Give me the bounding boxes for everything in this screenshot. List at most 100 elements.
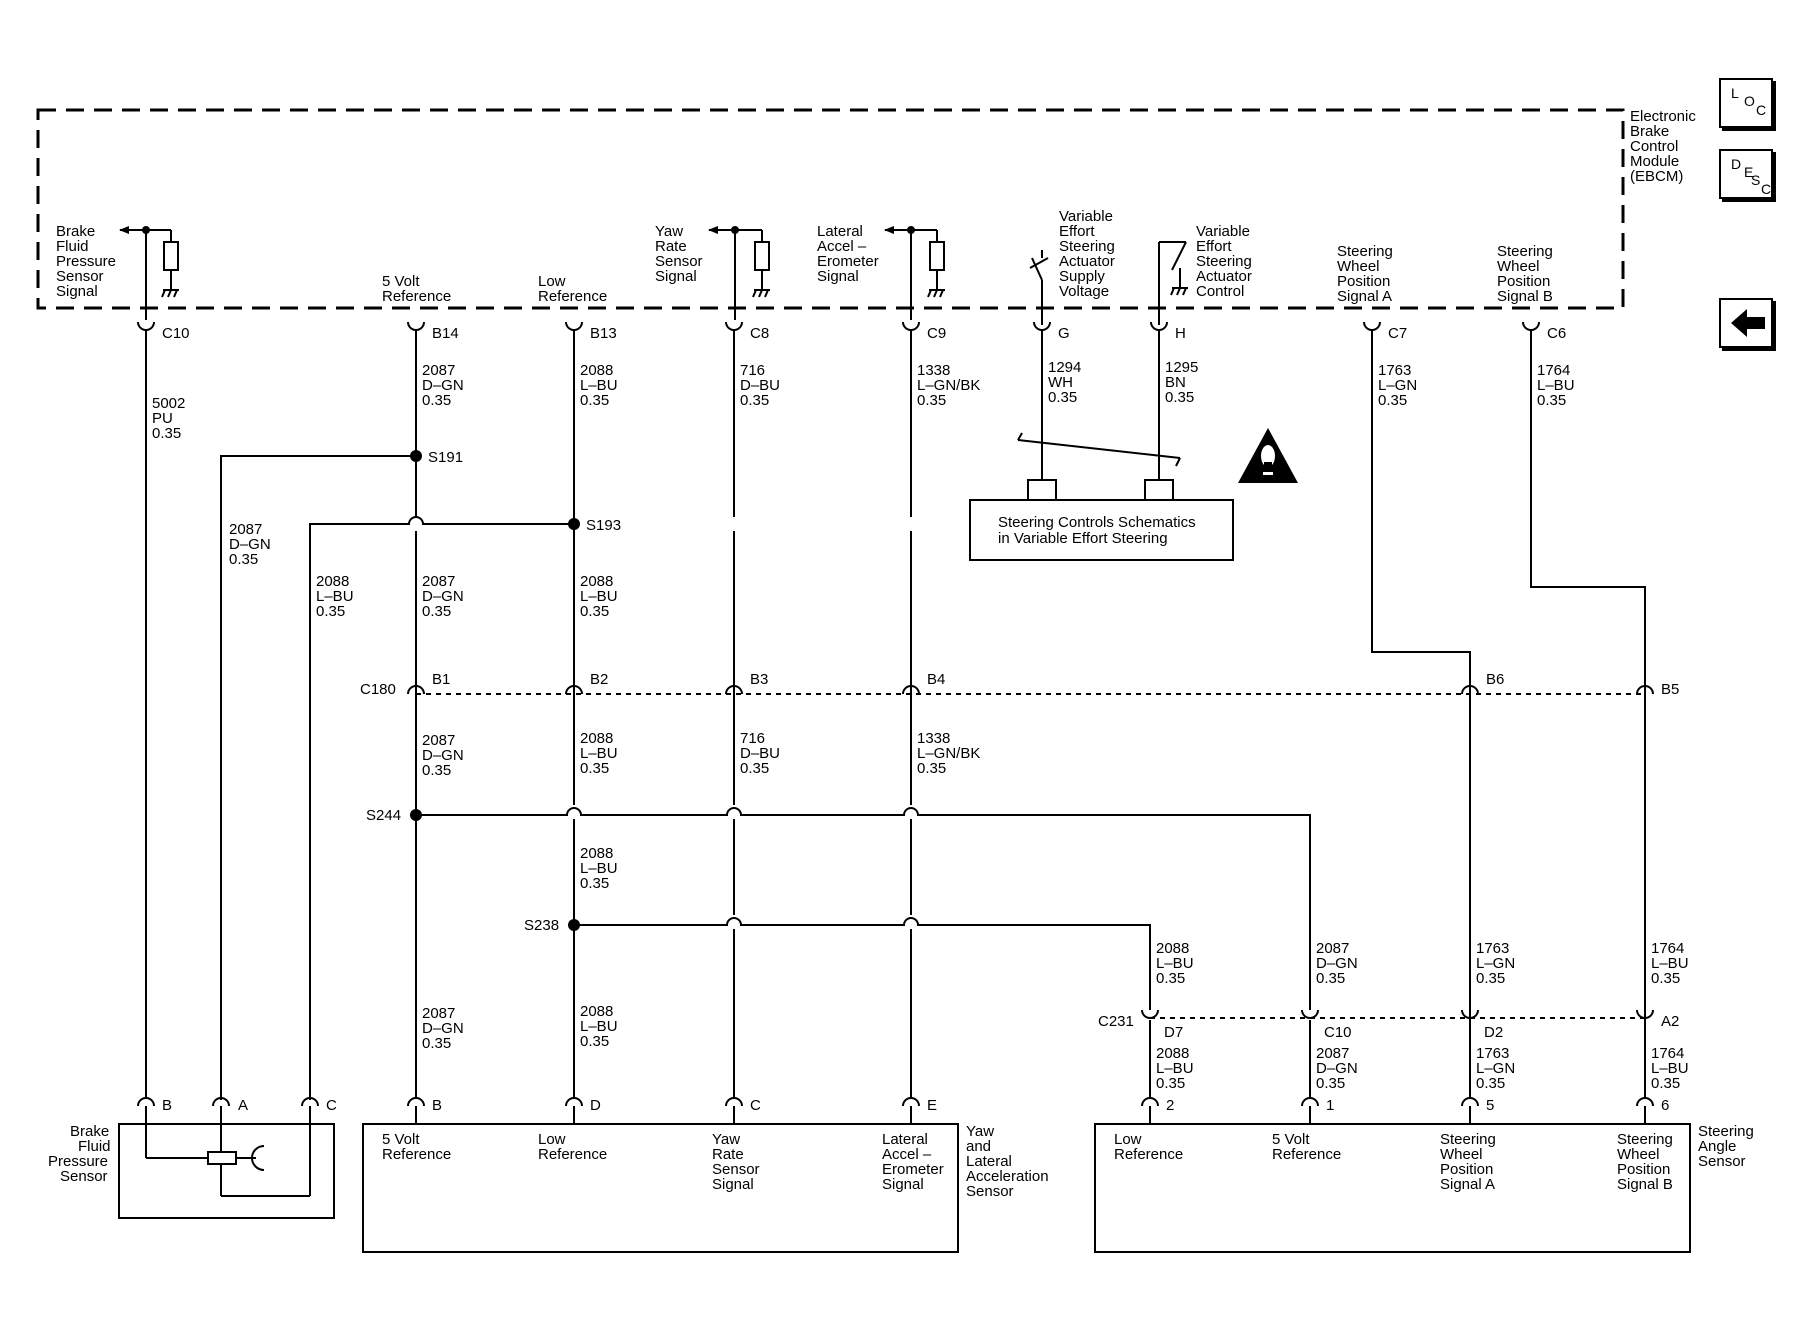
svg-text:L–BU: L–BU (1156, 1060, 1194, 1077)
svg-text:(EBCM): (EBCM) (1630, 168, 1683, 185)
svg-text:1295: 1295 (1165, 359, 1198, 376)
svg-text:5 Volt: 5 Volt (1272, 1131, 1310, 1148)
svg-text:L–BU: L–BU (1537, 377, 1575, 394)
svg-text:1338: 1338 (917, 362, 950, 379)
svg-text:Lateral: Lateral (817, 223, 863, 240)
svg-text:Pressure: Pressure (48, 1153, 108, 1170)
svg-text:Brake: Brake (56, 223, 95, 240)
svg-text:0.35: 0.35 (740, 392, 769, 409)
svg-text:Sensor: Sensor (60, 1168, 108, 1185)
svg-text:Signal: Signal (712, 1176, 754, 1193)
wire-label-b13: 2088 L–BU 0.35 (580, 362, 618, 409)
svg-text:D–BU: D–BU (740, 377, 780, 394)
wire-label-low-branch: 2088 L–BU 0.35 (580, 845, 618, 892)
svg-text:B: B (162, 1097, 172, 1114)
svg-text:Accel –: Accel – (882, 1146, 932, 1163)
svg-text:2087: 2087 (229, 521, 262, 538)
svg-text:0.35: 0.35 (152, 425, 181, 442)
svg-text:Steering Controls Schematics: Steering Controls Schematics (998, 514, 1196, 531)
svg-text:0.35: 0.35 (1165, 389, 1194, 406)
svg-text:Reference: Reference (538, 1146, 607, 1163)
svg-text:C10: C10 (162, 325, 190, 342)
ebcm-label-brake-fluid: Brake Fluid Pressure Sensor Signal (56, 223, 116, 300)
svg-text:Sensor: Sensor (655, 253, 703, 270)
svg-text:1764: 1764 (1537, 362, 1570, 379)
wire-label-yaw-below-c180: 716 D–BU 0.35 (740, 730, 780, 777)
svg-text:Reference: Reference (1114, 1146, 1183, 1163)
svg-text:Variable: Variable (1196, 223, 1250, 240)
svg-text:Sensor: Sensor (966, 1183, 1014, 1200)
connector-c180-pins (407, 685, 1654, 695)
svg-text:Erometer: Erometer (817, 253, 879, 270)
svg-text:D–GN: D–GN (1316, 1060, 1358, 1077)
connector-c231-labels: C231 D7 C10 D2 A2 (1098, 1013, 1679, 1041)
svg-text:Reference: Reference (382, 288, 451, 305)
svg-text:L–GN: L–GN (1476, 955, 1515, 972)
svg-text:0.35: 0.35 (229, 551, 258, 568)
svg-text:0.35: 0.35 (580, 760, 609, 777)
wire-label-d2-below: 1763 L–GN 0.35 (1476, 1045, 1515, 1092)
svg-text:0.35: 0.35 (1316, 970, 1345, 987)
wire-label-c6: 1764 L–BU 0.35 (1537, 362, 1575, 409)
wire-label-low-below-c180: 2088 L–BU 0.35 (580, 730, 618, 777)
desc-button[interactable]: D E S C (1719, 149, 1773, 199)
svg-text:0.35: 0.35 (740, 760, 769, 777)
steering-angle-sensor: 2 1 5 6 Low Reference 5 Volt Reference S… (1094, 1097, 1754, 1253)
svg-text:Fluid: Fluid (56, 238, 89, 255)
svg-text:5 Volt: 5 Volt (382, 1131, 420, 1148)
wire-label-a2-below: 1764 L–BU 0.35 (1651, 1045, 1689, 1092)
svg-text:1763: 1763 (1378, 362, 1411, 379)
svg-text:B: B (432, 1097, 442, 1114)
svg-text:S193: S193 (586, 517, 621, 534)
wire-label-c8: 716 D–BU 0.35 (740, 362, 780, 409)
svg-text:2087: 2087 (1316, 1045, 1349, 1062)
wire-label-b14: 2087 D–GN 0.35 (422, 362, 464, 409)
connector-c231-pins (1141, 1009, 1654, 1019)
svg-text:0.35: 0.35 (422, 392, 451, 409)
steering-controls-reference[interactable]: Steering Controls Schematics in Variable… (969, 499, 1234, 561)
warning-icon (1238, 428, 1298, 483)
ebcm-label-swp-a: Steering Wheel Position Signal A (1337, 243, 1393, 305)
svg-text:D7: D7 (1164, 1024, 1183, 1041)
desc-letter-c: C (1761, 181, 1772, 197)
svg-text:L–BU: L–BU (580, 588, 618, 605)
wire-label-c7: 1763 L–GN 0.35 (1378, 362, 1417, 409)
svg-text:and: and (966, 1138, 991, 1155)
svg-text:0.35: 0.35 (1651, 970, 1680, 987)
svg-text:Control: Control (1196, 283, 1244, 300)
wire-label-d7-below: 2088 L–BU 0.35 (1156, 1045, 1194, 1092)
svg-text:Signal: Signal (882, 1176, 924, 1193)
svg-text:L–BU: L–BU (580, 860, 618, 877)
svg-text:G: G (1058, 325, 1070, 342)
svg-text:B1: B1 (432, 671, 450, 688)
svg-text:B6: B6 (1486, 671, 1504, 688)
svg-text:D–GN: D–GN (422, 588, 464, 605)
svg-text:0.35: 0.35 (316, 603, 345, 620)
svg-text:5002: 5002 (152, 395, 185, 412)
svg-text:B2: B2 (590, 671, 608, 688)
svg-text:0.35: 0.35 (422, 603, 451, 620)
back-button[interactable] (1719, 298, 1773, 348)
svg-text:2087: 2087 (1316, 940, 1349, 957)
ebcm-label-5v-ref: 5 Volt Reference (382, 273, 451, 305)
svg-text:D: D (590, 1097, 601, 1114)
wire-label-low-mid: 2088 L–BU 0.35 (580, 573, 618, 620)
svg-text:D2: D2 (1484, 1024, 1503, 1041)
svg-text:C7: C7 (1388, 325, 1407, 342)
wire-1763 (1371, 330, 1471, 1098)
loc-button[interactable]: L O C (1719, 78, 1773, 128)
loc-letter-o: O (1744, 93, 1755, 109)
ebcm-label-lateral: Lateral Accel – Erometer Signal (817, 223, 879, 285)
svg-text:0.35: 0.35 (1156, 970, 1185, 987)
svg-text:0.35: 0.35 (1476, 970, 1505, 987)
svg-text:B13: B13 (590, 325, 617, 342)
loc-letter-c: C (1756, 102, 1767, 118)
svg-text:L–GN: L–GN (1378, 377, 1417, 394)
svg-text:Effort: Effort (1196, 238, 1232, 255)
wire-1764 (1530, 330, 1646, 1098)
internal-pullup-yaw (708, 226, 770, 320)
svg-text:WH: WH (1048, 374, 1073, 391)
wires (145, 330, 1646, 1100)
internal-pullup-lateral (884, 226, 945, 320)
svg-text:L–BU: L–BU (316, 588, 354, 605)
